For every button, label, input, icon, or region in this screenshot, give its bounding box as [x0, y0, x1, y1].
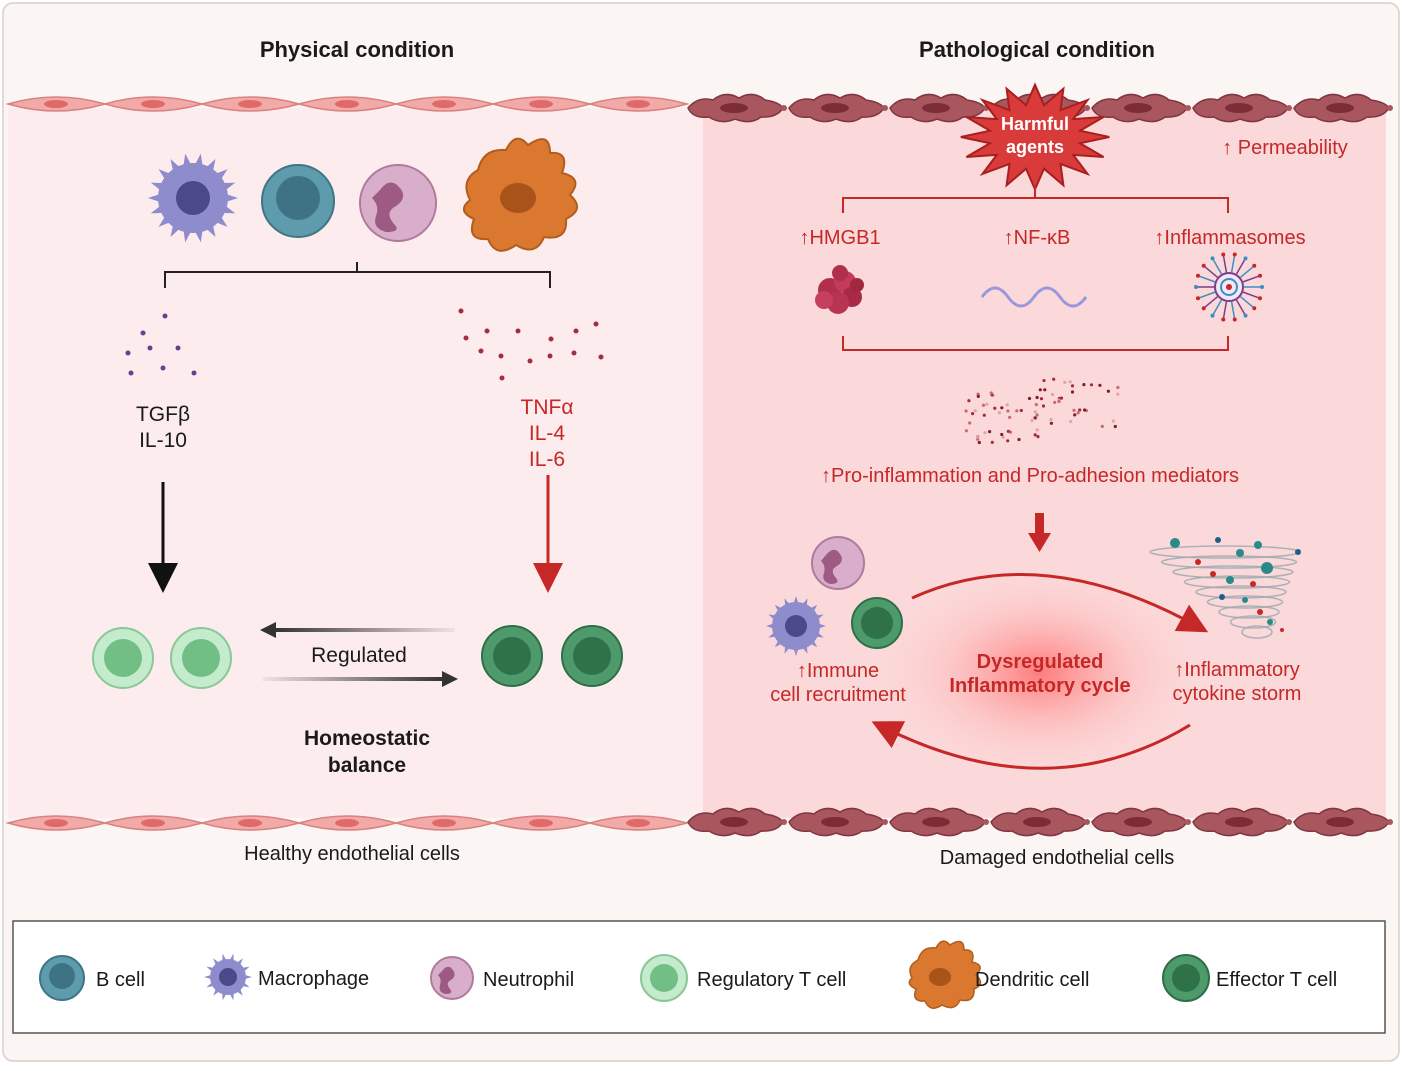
legend-regulatory-t-cell: Regulatory T cell — [640, 954, 846, 1002]
recruited-effector-t-cell-icon — [851, 597, 903, 649]
physical-title: Physical condition — [260, 37, 454, 62]
harmful-agents-icon: Harmful agents — [960, 82, 1110, 192]
immune-recruitment-line1: ↑Immune — [797, 660, 879, 682]
nfkb-wave-icon — [980, 286, 1088, 308]
regulatory-t-cell-icon — [92, 627, 232, 689]
legend-label: B cell — [96, 969, 145, 991]
cycle-arrow-top — [911, 573, 1209, 633]
recruited-neutrophil-icon — [811, 536, 865, 590]
legend-effector-t-cell: Effector T cell — [1162, 954, 1337, 1002]
healthy-endothelial-label: Healthy endothelial cells — [244, 843, 460, 865]
immune-recruitment-line2: cell recruitment — [770, 684, 906, 706]
legend-macrophage: Macrophage — [204, 953, 369, 1001]
cytokine-tnfa: TNFα — [521, 396, 574, 419]
cycle-label-line2: Inflammatory cycle — [949, 675, 1130, 697]
b-cell-icon — [261, 164, 335, 238]
legend-b-cell: B cell — [39, 955, 145, 1001]
cytokine-il10: IL-10 — [139, 429, 187, 452]
legend-label: Neutrophil — [483, 969, 574, 991]
cytokine-tgfb: TGFβ — [136, 403, 190, 426]
mediators-bottom-bracket — [842, 336, 1229, 351]
legend-label: Macrophage — [258, 968, 369, 990]
hmgb1-label: ↑HMGB1 — [799, 227, 880, 249]
healthy-endothelium-top — [5, 96, 690, 112]
macrophage-icon — [204, 953, 252, 1001]
damaged-endothelial-label: Damaged endothelial cells — [940, 847, 1175, 869]
regulated-label: Regulated — [311, 644, 407, 667]
hmgb1-protein-icon — [815, 265, 864, 314]
regulatory-t-cell-icon — [640, 954, 688, 1002]
dendritic-cell-icon — [463, 137, 578, 252]
mediator-dots — [964, 377, 1120, 445]
regulated-arrow-right — [442, 671, 458, 687]
cytokine-il6: IL-6 — [529, 448, 565, 471]
homeostatic-label-line1: Homeostatic — [304, 727, 430, 750]
mediators-down-arrow — [1028, 513, 1051, 552]
harmful-agents-line2: agents — [1006, 137, 1064, 157]
physical-vessel-panel — [8, 108, 703, 818]
neutrophil-icon — [430, 956, 474, 1000]
legend-label: Dendritic cell — [975, 969, 1089, 991]
damaged-endothelium-top — [687, 93, 1393, 123]
macrophage-icon — [148, 153, 238, 243]
nfkb-label: ↑NF-κB — [1004, 227, 1071, 249]
inflammatory-cycle-glow — [870, 562, 1210, 782]
cycle-arrow-bottom — [871, 721, 1191, 770]
regulated-arrow-left — [260, 622, 276, 638]
damaged-endothelium-bottom — [687, 807, 1393, 837]
pathological-title: Pathological condition — [919, 37, 1155, 62]
cytokine-storm-tornado-icon — [1149, 537, 1301, 639]
homeostatic-label-line2: balance — [328, 754, 406, 777]
inflammasomes-label: ↑Inflammasomes — [1154, 227, 1305, 249]
anti-inflammatory-cytokine-dots — [125, 313, 197, 376]
cytokine-storm-line2: cytokine storm — [1173, 683, 1302, 705]
recruited-macrophage-icon — [766, 596, 826, 656]
permeability-label: ↑ Permeability — [1222, 137, 1348, 159]
cycle-label-line1: Dysregulated — [977, 651, 1104, 673]
effector-t-cell-icon — [481, 625, 623, 687]
inflammasome-icon — [1194, 252, 1264, 322]
legend-label: Regulatory T cell — [697, 969, 846, 991]
pro-inflammatory-cytokine-dots — [458, 308, 604, 381]
legend-neutrophil: Neutrophil — [430, 956, 574, 1000]
cytokine-il4: IL-4 — [529, 422, 566, 445]
cytokine-storm-line1: ↑Inflammatory — [1174, 659, 1300, 681]
legend-label: Effector T cell — [1216, 969, 1337, 991]
mediators-label: ↑Pro-inflammation and Pro-adhesion media… — [821, 465, 1239, 487]
neutrophil-icon — [359, 164, 437, 242]
harmful-agents-line1: Harmful — [1001, 114, 1069, 134]
effector-t-cell-icon — [1162, 954, 1210, 1002]
legend-dendritic-cell: Dendritic cell — [908, 940, 1089, 1009]
mediators-top-bracket — [842, 197, 1229, 213]
healthy-endothelium-bottom — [5, 815, 690, 831]
dendritic-cell-icon — [908, 940, 982, 1009]
b-cell-icon — [39, 955, 85, 1001]
